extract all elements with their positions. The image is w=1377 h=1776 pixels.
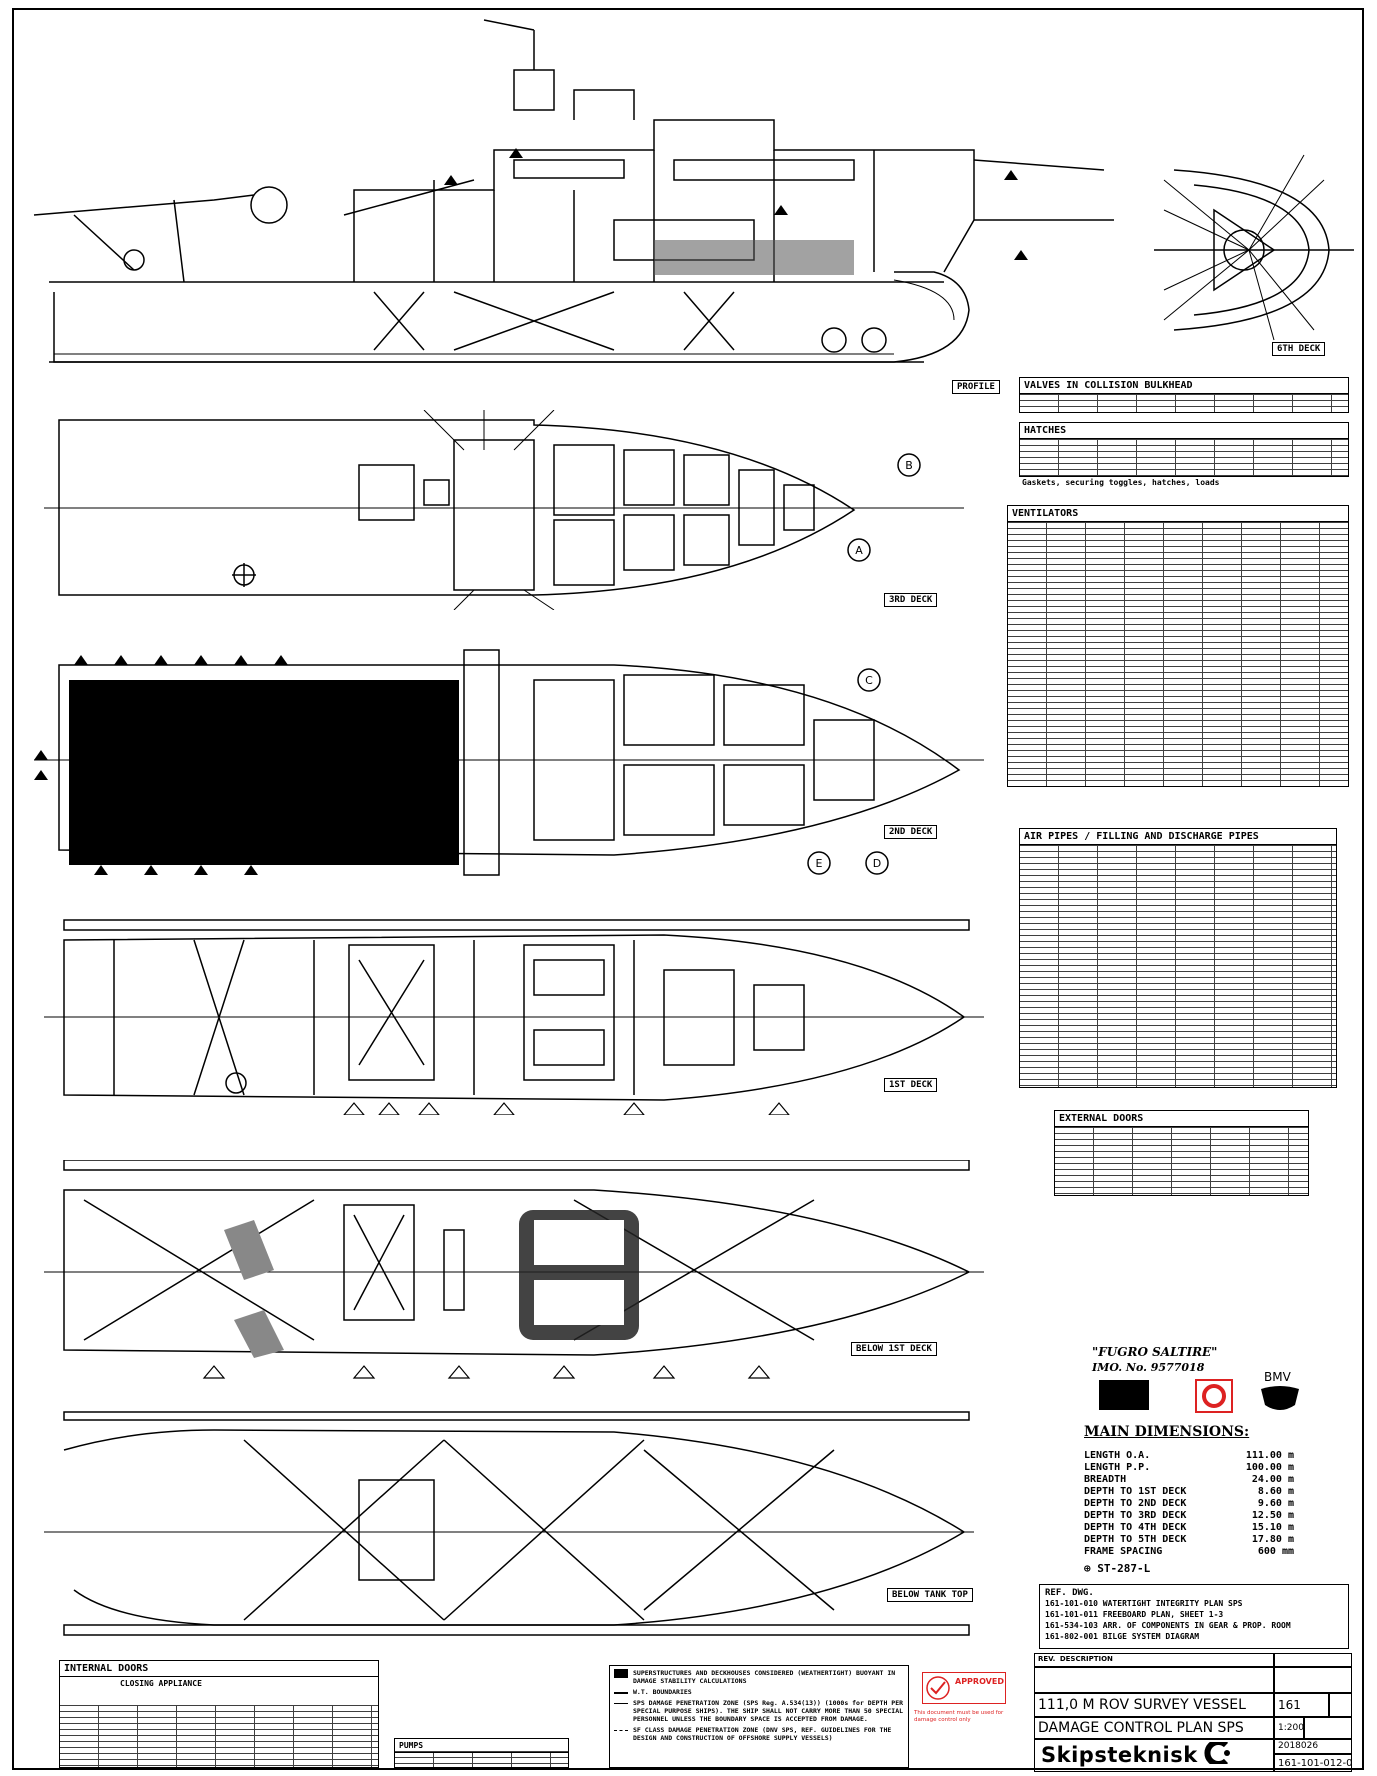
bmv-logo-label: BMV: [1264, 1370, 1291, 1384]
marker-c: C: [857, 668, 881, 692]
approval-status: APPROVED: [955, 1677, 1004, 1686]
date-cell: [1304, 1717, 1352, 1739]
revision-cells: [1274, 1653, 1352, 1667]
ventilators-table-title: VENTILATORS: [1008, 506, 1348, 522]
marker-a: A: [847, 538, 871, 562]
lifebuoy-logo: [1195, 1379, 1233, 1413]
third-deck-plan: [44, 410, 964, 610]
svg-text:A: A: [855, 544, 863, 557]
reference-item: 161-534-103 ARR. OF COMPONENTS IN GEAR &…: [1045, 1621, 1291, 1630]
hatches-table-title: HATCHES: [1020, 423, 1348, 439]
hatches-table: HATCHES: [1019, 422, 1349, 477]
svg-text:B: B: [905, 459, 913, 472]
description-header: REV. DESCRIPTION: [1034, 1653, 1274, 1667]
revision-rows: [1034, 1667, 1274, 1693]
drawing-number: 161-101-012-0: [1274, 1754, 1352, 1772]
below-first-deck-label: BELOW 1ST DECK: [851, 1342, 937, 1356]
reference-item: 161-101-011 FREEBOARD PLAN, SHEET 1-3: [1045, 1610, 1224, 1619]
company-logo-icon: [1204, 1740, 1230, 1767]
drawing-sheet: PROFILE 6TH DECK: [12, 8, 1364, 1772]
valves-table-title: VALVES IN COLLISION BULKHEAD: [1020, 378, 1348, 394]
second-deck-label: 2ND DECK: [884, 825, 938, 839]
first-deck-label: 1ST DECK: [884, 1078, 938, 1092]
air-pipes-table-title: AIR PIPES / FILLING AND DISCHARGE PIPES: [1020, 829, 1336, 845]
legend-item: W.T. BOUNDARIES: [614, 1688, 904, 1696]
pumps-table: PUMPS: [394, 1738, 569, 1768]
svg-text:C: C: [865, 674, 873, 687]
legend-item: SF CLASS DAMAGE PENETRATION ZONE (DNV SP…: [614, 1726, 904, 1742]
below-tank-top-label: BELOW TANK TOP: [887, 1588, 973, 1602]
drawing-subtitle: DAMAGE CONTROL PLAN SPS: [1034, 1717, 1274, 1739]
profile-view-label: PROFILE: [952, 380, 1000, 394]
company-name: Skipsteknisk: [1041, 1743, 1198, 1767]
valves-table: VALVES IN COLLISION BULKHEAD: [1019, 377, 1349, 413]
ventilators-table: VENTILATORS: [1007, 505, 1349, 787]
approval-check-icon: [926, 1676, 950, 1700]
below-tank-top-plan: [44, 1411, 974, 1636]
bmv-logo: [1261, 1386, 1299, 1410]
external-doors-table-title: EXTERNAL DOORS: [1055, 1111, 1308, 1127]
svg-text:E: E: [816, 857, 823, 870]
air-pipes-table: AIR PIPES / FILLING AND DISCHARGE PIPES: [1019, 828, 1337, 1088]
second-deck-plan: [34, 649, 984, 876]
legend-box: SUPERSTRUCTURES AND DECKHOUSES CONSIDERE…: [609, 1665, 909, 1768]
legend-item: SUPERSTRUCTURES AND DECKHOUSES CONSIDERE…: [614, 1669, 904, 1685]
dimension-row: LENGTH P.P.100.00 m: [1084, 1462, 1294, 1473]
reference-item: 161-802-001 BILGE SYSTEM DIAGRAM: [1045, 1632, 1200, 1641]
reference-heading: REF. DWG.: [1045, 1588, 1094, 1598]
legend-item: SPS DAMAGE PENETRATION ZONE (SPS Reg. A.…: [614, 1699, 904, 1723]
vessel-imo: IMO. No. 9577018: [1092, 1361, 1205, 1374]
profile-view: [33, 19, 1114, 363]
marker-e: E: [807, 851, 831, 875]
svg-text:D: D: [873, 857, 881, 870]
approval-stamp: APPROVED: [922, 1672, 1006, 1704]
drawing-title: 111,0 M ROV SURVEY VESSEL: [1034, 1693, 1274, 1717]
reference-item: 161-101-010 WATERTIGHT INTEGRITY PLAN SP…: [1045, 1599, 1243, 1608]
hatches-note: Gaskets, securing toggles, hatches, load…: [1022, 478, 1220, 487]
external-doors-table: EXTERNAL DOORS: [1054, 1110, 1309, 1196]
vessel-name: "FUGRO SALTIRE": [1092, 1345, 1218, 1359]
third-deck-label: 3RD DECK: [884, 593, 938, 607]
internal-doors-table: INTERNAL DOORS CLOSING APPLIANCE: [59, 1660, 379, 1768]
closing-appliance-header: CLOSING APPLIANCE: [120, 1679, 202, 1688]
yard-number: 161: [1274, 1693, 1329, 1717]
main-dimensions-list: LENGTH O.A.111.00 m LENGTH P.P.100.00 m …: [1084, 1450, 1294, 1558]
marker-d: D: [865, 851, 889, 875]
main-dimensions-heading: MAIN DIMENSIONS:: [1084, 1424, 1250, 1440]
deck-fill-area: [69, 680, 459, 865]
reference-drawings: REF. DWG. 161-101-010 WATERTIGHT INTEGRI…: [1039, 1584, 1349, 1649]
company-cell: Skipsteknisk: [1034, 1739, 1274, 1772]
internal-doors-table-title: INTERNAL DOORS: [60, 1661, 378, 1677]
first-deck-plan: [44, 919, 984, 1115]
profile-hull: [53, 271, 970, 363]
below-first-deck-plan: [44, 1160, 984, 1379]
sixth-deck-view: [1154, 154, 1354, 341]
dimension-row: LENGTH O.A.111.00 m: [1084, 1450, 1294, 1461]
marker-b: B: [897, 453, 921, 477]
drawing-scale: 1:200: [1274, 1717, 1304, 1739]
sixth-deck-label: 6TH DECK: [1272, 342, 1326, 356]
sheet-cell: [1329, 1693, 1352, 1717]
revision-rows-right: [1274, 1667, 1352, 1693]
approval-note: This document must be used for damage co…: [914, 1710, 1004, 1723]
design-code: ⊕ ST-287-L: [1084, 1562, 1151, 1575]
drawing-date: 2018026: [1274, 1739, 1352, 1754]
class-logo: [1099, 1380, 1149, 1410]
title-block: REV. DESCRIPTION 111,0 M ROV SURVEY VESS…: [1034, 1653, 1352, 1772]
